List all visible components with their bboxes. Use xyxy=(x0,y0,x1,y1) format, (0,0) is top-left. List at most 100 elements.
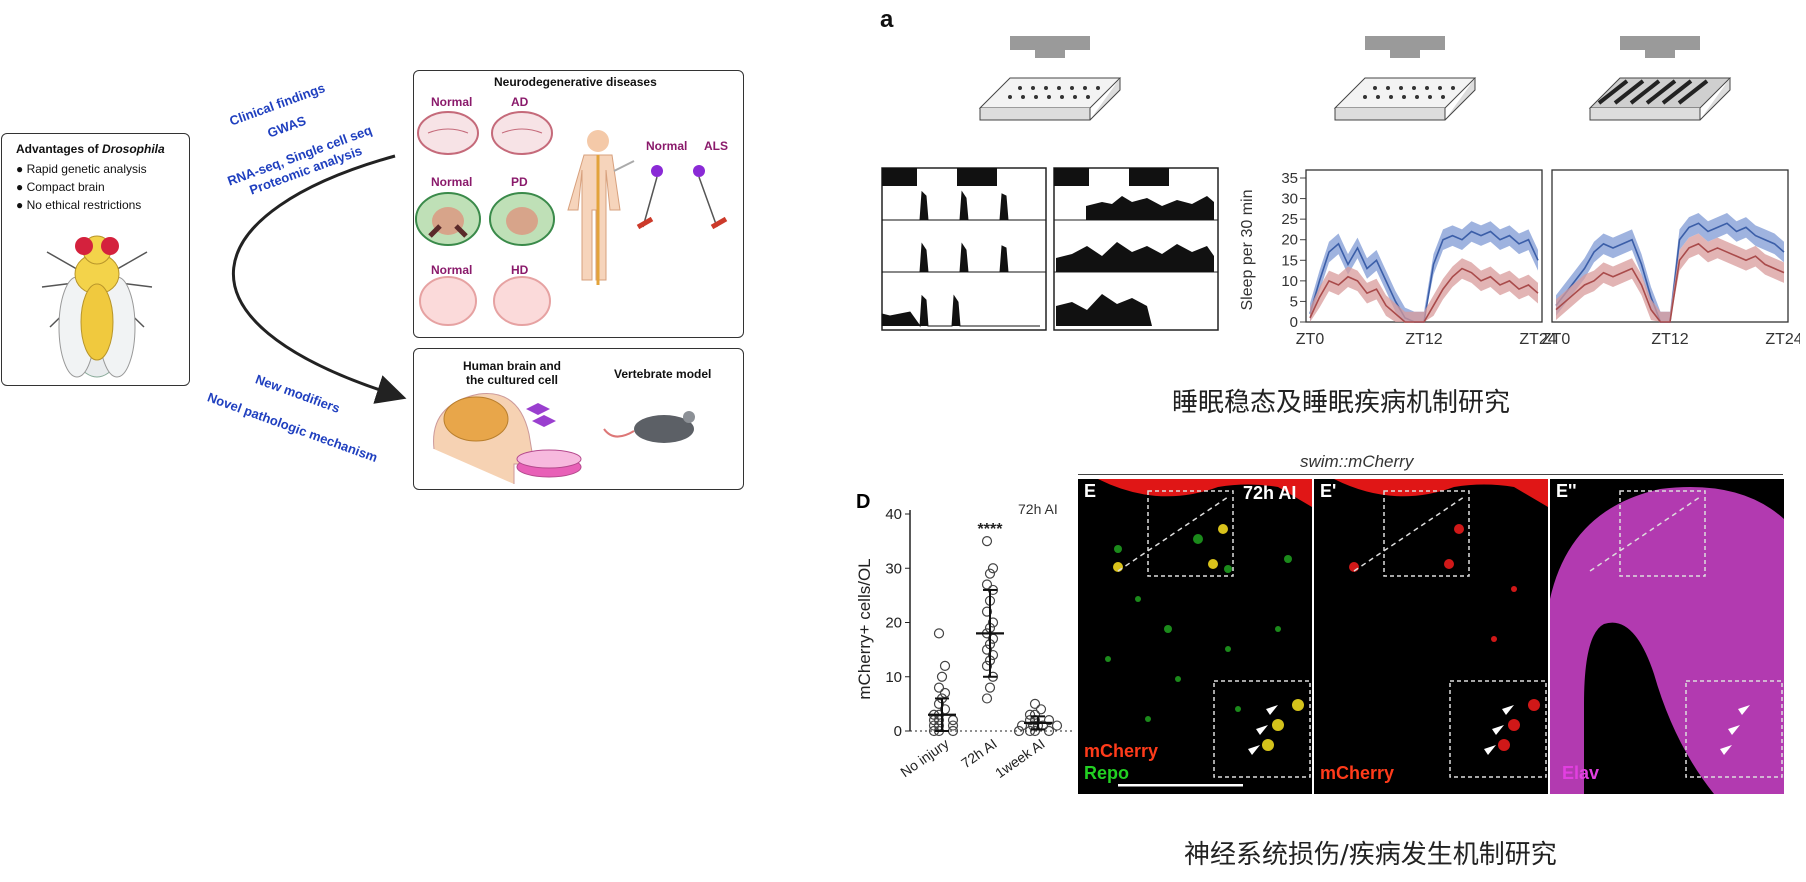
injury-data-point xyxy=(981,660,993,671)
actograms xyxy=(881,167,1219,331)
injury-data-point xyxy=(987,617,999,628)
micro-e-label-mcherry: mCherry xyxy=(1084,741,1159,761)
micro-e-time-label: 72h AI xyxy=(1243,483,1297,503)
micro-e-double-prime-letter: E'' xyxy=(1556,481,1577,501)
apparatus-1 xyxy=(978,36,1122,121)
sleep-series-band-blue xyxy=(1310,221,1538,322)
advantages-list: ● Rapid genetic analysis ● Compact brain… xyxy=(16,160,147,214)
actogram-right xyxy=(1053,167,1219,331)
neuro-title: Neurodegenerative diseases xyxy=(494,75,657,89)
micro-e-prime-label-mcherry: mCherry xyxy=(1320,763,1395,783)
label-normal-3: Normal xyxy=(431,263,473,277)
sleep-chart-1 xyxy=(1305,169,1543,323)
label-gwas: GWAS xyxy=(265,112,308,141)
micro-e-image xyxy=(1098,479,1312,787)
injury-data-point xyxy=(1035,704,1047,715)
injury-data-point xyxy=(936,671,948,682)
injury-significance-label: **** xyxy=(978,521,1004,538)
injury-panel-letter: D xyxy=(856,491,870,513)
injury-y-tick-label: 30 xyxy=(885,560,902,577)
label-normal-2: Normal xyxy=(431,175,473,189)
sleep-series-line-red xyxy=(1309,267,1539,323)
models-illustrations xyxy=(433,393,695,484)
list-item: ● Rapid genetic analysis xyxy=(16,162,147,176)
micro-e-prime-image xyxy=(1334,479,1548,778)
sleep-series-band-red xyxy=(1310,258,1538,322)
label-als-normal: Normal xyxy=(646,139,688,153)
curved-arrow xyxy=(232,154,407,404)
sleep-series-band-red xyxy=(1556,233,1784,322)
injury-data-point xyxy=(1029,698,1041,709)
injury-title: swim::mCherry xyxy=(1300,452,1414,471)
label-pd: PD xyxy=(511,175,528,189)
injury-data-point xyxy=(981,644,993,655)
micro-e-letter: E xyxy=(1084,481,1097,501)
sleep-y-tick-label: 20 xyxy=(1281,232,1298,249)
sleep-x-tick-label: ZT12 xyxy=(1405,331,1442,348)
injury-data-point xyxy=(1051,720,1063,731)
models-box: Human brain and the cultured cell Verteb… xyxy=(413,348,744,490)
injury-data-point xyxy=(947,720,959,731)
injury-data-point xyxy=(981,693,993,704)
sleep-y-tick-label: 15 xyxy=(1281,252,1298,269)
sleep-y-tick-label: 30 xyxy=(1281,191,1298,208)
injury-y-axis-label: mCherry+ cells/OL xyxy=(855,558,874,699)
micro-e-double-prime-label-elav: Elav xyxy=(1562,763,1600,783)
injury-y-tick-label: 10 xyxy=(885,669,902,686)
sleep-series-band-blue xyxy=(1556,212,1784,322)
injury-data-point xyxy=(1024,725,1036,737)
label-ad: AD xyxy=(511,95,529,109)
injury-data-point xyxy=(981,536,993,547)
sleep-y-tick-label: 5 xyxy=(1290,293,1298,310)
injury-data-point xyxy=(987,563,999,574)
sleep-caption: 睡眠稳态及睡眠疾病机制研究 xyxy=(1172,388,1511,418)
neuro-illustrations xyxy=(415,111,728,326)
injury-data-point xyxy=(981,579,993,590)
injury-title-rule xyxy=(1078,474,1783,475)
advantages-box: Advantages of Drosophila ● Rapid genetic… xyxy=(1,133,190,386)
injury-data-point xyxy=(947,715,959,726)
sleep-y-tick-label: 0 xyxy=(1290,314,1298,331)
injury-y-tick-label: 40 xyxy=(885,506,902,523)
micro-e-label-repo: Repo xyxy=(1084,763,1129,783)
injury-x-category-label: No injury xyxy=(897,735,951,780)
neurodegenerative-box: Neurodegenerative diseases Normal AD Nor… xyxy=(413,70,744,338)
micro-e-double-prime-image xyxy=(1550,487,1784,794)
sleep-chart-frame xyxy=(1305,169,1543,323)
label-vertebrate: Vertebrate model xyxy=(614,367,712,381)
injury-data-point xyxy=(1043,725,1055,737)
micro-e-prime-letter: E' xyxy=(1320,481,1337,501)
injury-x-category-label: 1week AI xyxy=(992,735,1048,781)
apparatus-3 xyxy=(1588,36,1732,121)
injury-data-point xyxy=(933,682,945,693)
drosophila-illustration xyxy=(41,235,153,378)
injury-data-point xyxy=(1029,709,1041,720)
injury-data-point xyxy=(939,660,951,671)
sleep-y-axis-label: Sleep per 30 min xyxy=(1239,190,1256,311)
injury-caption: 神经系统损伤/疾病发生机制研究 xyxy=(1184,840,1557,870)
injury-data-point xyxy=(1024,709,1036,720)
label-als: ALS xyxy=(704,139,728,153)
label-normal-1: Normal xyxy=(431,95,473,109)
injury-data-point xyxy=(987,649,999,661)
sleep-chart-2 xyxy=(1551,169,1789,323)
injury-group-note: 72h AI xyxy=(1018,501,1058,517)
advantages-title: Advantages of Drosophila xyxy=(16,142,165,156)
injury-y-tick-label: 20 xyxy=(885,615,902,632)
sleep-chart-frame xyxy=(1551,169,1789,323)
micro-panel-e: E 72h AI mCherry Repo xyxy=(1078,479,1312,794)
micro-panel-e-prime: E' mCherry xyxy=(1314,479,1548,794)
injury-data-point xyxy=(984,568,996,579)
apparatus-2 xyxy=(1333,36,1477,121)
injury-data-point xyxy=(1029,725,1041,737)
plate-wells xyxy=(1008,86,1455,99)
label-hd: HD xyxy=(511,263,529,277)
sleep-x-tick-label: ZT12 xyxy=(1651,331,1688,348)
list-item: ● Compact brain xyxy=(16,180,105,194)
sleep-y-tick-label: 25 xyxy=(1281,211,1298,228)
